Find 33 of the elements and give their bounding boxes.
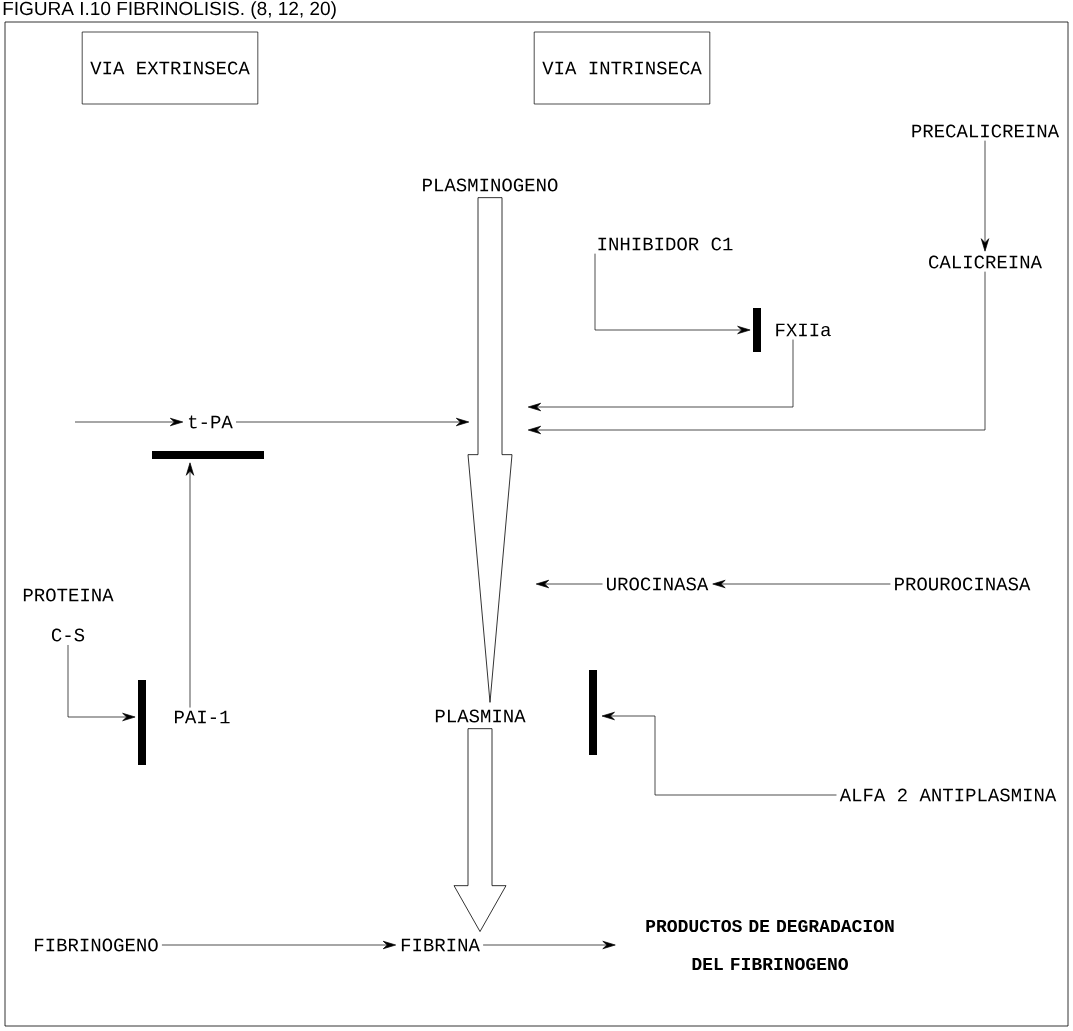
protein-label: FIBRINA	[401, 938, 480, 952]
protein-label: PLASMINA	[435, 709, 526, 723]
arrow	[185, 462, 195, 708]
protein-label: PRECALICREINA	[912, 124, 1060, 138]
label-box: VIA INTRINSECA	[533, 31, 711, 105]
arrow	[235, 417, 470, 427]
arrow	[535, 579, 603, 589]
protein-label: FIBRINOGENO	[35, 938, 158, 952]
protein-label: FXIIa	[776, 323, 831, 337]
block-arrow	[467, 197, 513, 703]
arrow	[482, 940, 616, 950]
label-box: VIA EXTRINSECA	[81, 31, 259, 105]
protein-label: t-PA	[188, 415, 233, 429]
protein-label: ALFA 2 ANTIPLASMINA	[839, 788, 1057, 802]
block-arrow	[453, 728, 507, 932]
protein-label: PROUROCINASA	[895, 577, 1031, 591]
product-label: PRODUCTOS DE DEGRADACION DEL FIBRINOGENO	[646, 919, 894, 971]
arrow	[161, 940, 397, 950]
protein-label: UROCINASA	[607, 577, 709, 591]
protein-label: PROTEINA C-S	[23, 588, 114, 642]
arrow	[712, 579, 891, 589]
arrow	[980, 140, 990, 252]
arrow	[594, 253, 751, 335]
figure-title: FIGURA I.10 FIBRINOLISIS. (8, 12, 20)	[3, 1, 336, 19]
arrow	[527, 271, 986, 435]
protein-label: INHIBIDOR C1	[598, 237, 733, 251]
arrow	[601, 711, 837, 796]
protein-label: PLASMINOGENO	[423, 178, 558, 192]
arrow	[527, 339, 794, 412]
protein-label: CALICREINA	[929, 255, 1042, 269]
arrow	[67, 644, 136, 722]
arrow	[74, 417, 184, 427]
protein-label: PAI-1	[175, 710, 230, 724]
